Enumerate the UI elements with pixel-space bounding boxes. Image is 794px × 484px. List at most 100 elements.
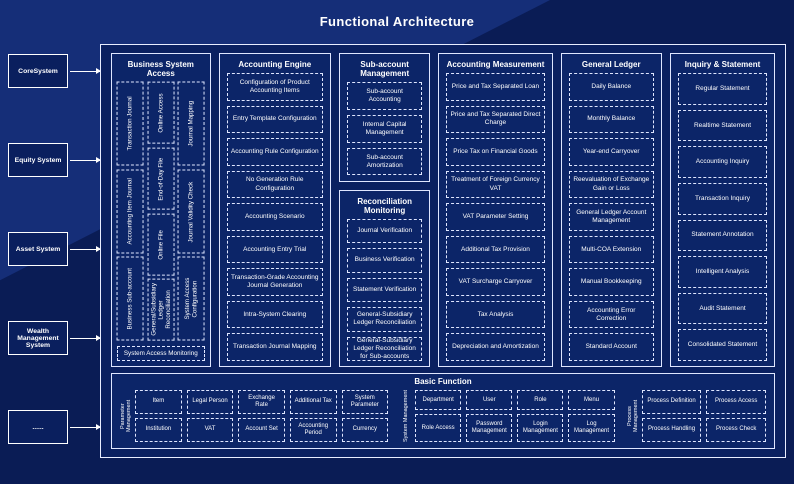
system-row: Wealth Management System — [8, 317, 101, 359]
feature-box: Accounting Error Correction — [568, 300, 654, 329]
feature-box: Price Tax on Financial Goods — [446, 138, 545, 166]
feature-box: Realtime Statement — [677, 109, 768, 142]
feature-box: Year-end Carryover — [568, 138, 654, 166]
panel-title: Accounting Engine — [238, 60, 312, 69]
system-row: ...... — [8, 406, 101, 448]
feature-box: Journal Validity Check — [178, 169, 205, 254]
feature-box: Daily Balance — [568, 73, 654, 101]
panel-title: Business System Access — [127, 60, 194, 79]
feature-box: Process Check — [706, 418, 766, 442]
feature-box: Accounting Scenario — [226, 203, 323, 231]
function-columns: Business System Access Transaction Journ… — [111, 53, 776, 367]
system-box-core: CoreSystem — [8, 54, 68, 88]
feature-box: Price and Tax Separated Direct Charge — [446, 105, 545, 134]
feature-box: Journal Mapping — [178, 82, 205, 166]
panel-reconciliation-monitoring: Reconciliation Monitoring Journal Verifi… — [338, 189, 431, 367]
feature-box: Process Handling — [641, 418, 702, 442]
feature-box: Role Access — [415, 414, 462, 442]
feature-box: Intelligent Analysis — [677, 256, 768, 288]
feature-box: Treatment of Foreign Currency VAT — [446, 170, 545, 199]
feature-box: Menu — [568, 390, 615, 411]
feature-box: Reevaluation of Exchange Gain or Loss — [568, 170, 654, 199]
feature-box: Institution — [135, 418, 182, 442]
feature-box: VAT — [186, 418, 234, 442]
feature-box: VAT Surcharge Carryover — [446, 268, 545, 296]
panel-title: Basic Function — [414, 377, 472, 386]
feature-box: Depreciation and Amortization — [446, 333, 545, 361]
feature-box: Accounting Rule Configuration — [226, 138, 323, 166]
feature-box: Transaction-Grade Accounting Journal Gen… — [226, 268, 323, 296]
feature-box: Exchange Rate — [238, 390, 285, 414]
feature-box: Log Management — [568, 414, 615, 442]
arrow-right-icon — [70, 423, 101, 430]
feature-box: Online File — [147, 213, 175, 276]
architecture-container: Business System Access Transaction Journ… — [100, 44, 786, 458]
feature-box: Transaction Journal Mapping — [226, 333, 323, 361]
feature-box: Process Access — [706, 390, 766, 414]
feature-box: Additional Tax — [289, 390, 337, 414]
group-label: Process Management — [626, 399, 639, 433]
arrow-right-icon — [70, 156, 101, 163]
group-label: Parameter Management — [120, 399, 133, 433]
source-systems-column: CoreSystem Equity System Asset System We… — [8, 50, 101, 448]
feature-box: Price and Tax Separated Loan — [446, 73, 545, 101]
panel-basic-function: Basic Function Parameter Management Item… — [111, 373, 775, 449]
system-row: CoreSystem — [8, 50, 101, 92]
feature-box: Monthly Balance — [568, 105, 654, 134]
feature-box: Transaction Journal — [117, 82, 144, 166]
feature-box: Item — [135, 390, 182, 414]
feature-box: Configuration of Product Accounting Item… — [226, 73, 323, 101]
panel-title: Sub-account Management — [360, 60, 410, 79]
feature-box: Accounting Period — [289, 418, 337, 442]
system-row: Equity System — [8, 139, 101, 181]
feature-box: Transaction Inquiry — [677, 183, 768, 215]
panel-title: Reconciliation Monitoring — [357, 196, 412, 215]
panel-title: General Ledger — [581, 60, 641, 69]
feature-box: Additional Tax Provision — [446, 235, 545, 264]
feature-box: Sub-account Accounting — [346, 82, 423, 111]
panel-title: Accounting Measurement — [446, 60, 545, 69]
panel-title: Inquiry & Statement — [684, 60, 761, 69]
panel-sub-account-management: Sub-account Management Sub-account Accou… — [338, 53, 431, 182]
feature-box: User — [466, 390, 513, 411]
page-title: Functional Architecture — [319, 14, 475, 29]
feature-box-system-access-monitoring: System Access Monitoring — [117, 346, 205, 361]
feature-box: Statement Annotation — [677, 219, 768, 252]
arrow-right-icon — [70, 67, 101, 74]
feature-box: Regular Statement — [677, 73, 768, 105]
feature-box: Account Set — [238, 418, 285, 442]
system-box-other: ...... — [8, 410, 68, 444]
feature-box: General Ledger Account Management — [568, 203, 654, 231]
feature-box: Business Sub-account — [117, 257, 144, 342]
feature-box: Journal Verification — [346, 218, 423, 244]
feature-box: Standard Account — [568, 333, 654, 361]
feature-box: Accounting Item Journal — [117, 169, 144, 254]
feature-box: Entry Template Configuration — [226, 105, 323, 134]
feature-box: Accounting Entry Trial — [226, 235, 323, 264]
feature-box: General-Subsidiary Ledger Reconciliation — [346, 307, 423, 332]
system-box-asset: Asset System — [8, 232, 68, 266]
feature-box: Legal Person — [186, 390, 234, 414]
feature-box: Manual Bookkeeping — [568, 268, 654, 296]
feature-box: Password Management — [466, 414, 513, 442]
system-row: Asset System — [8, 228, 101, 270]
panel-accounting-engine: Accounting Engine Configuration of Produ… — [218, 53, 331, 367]
feature-box: Online Access — [147, 82, 175, 145]
feature-box: No Generation Rule Configuration — [226, 170, 323, 199]
group-label: System Management — [403, 390, 410, 442]
